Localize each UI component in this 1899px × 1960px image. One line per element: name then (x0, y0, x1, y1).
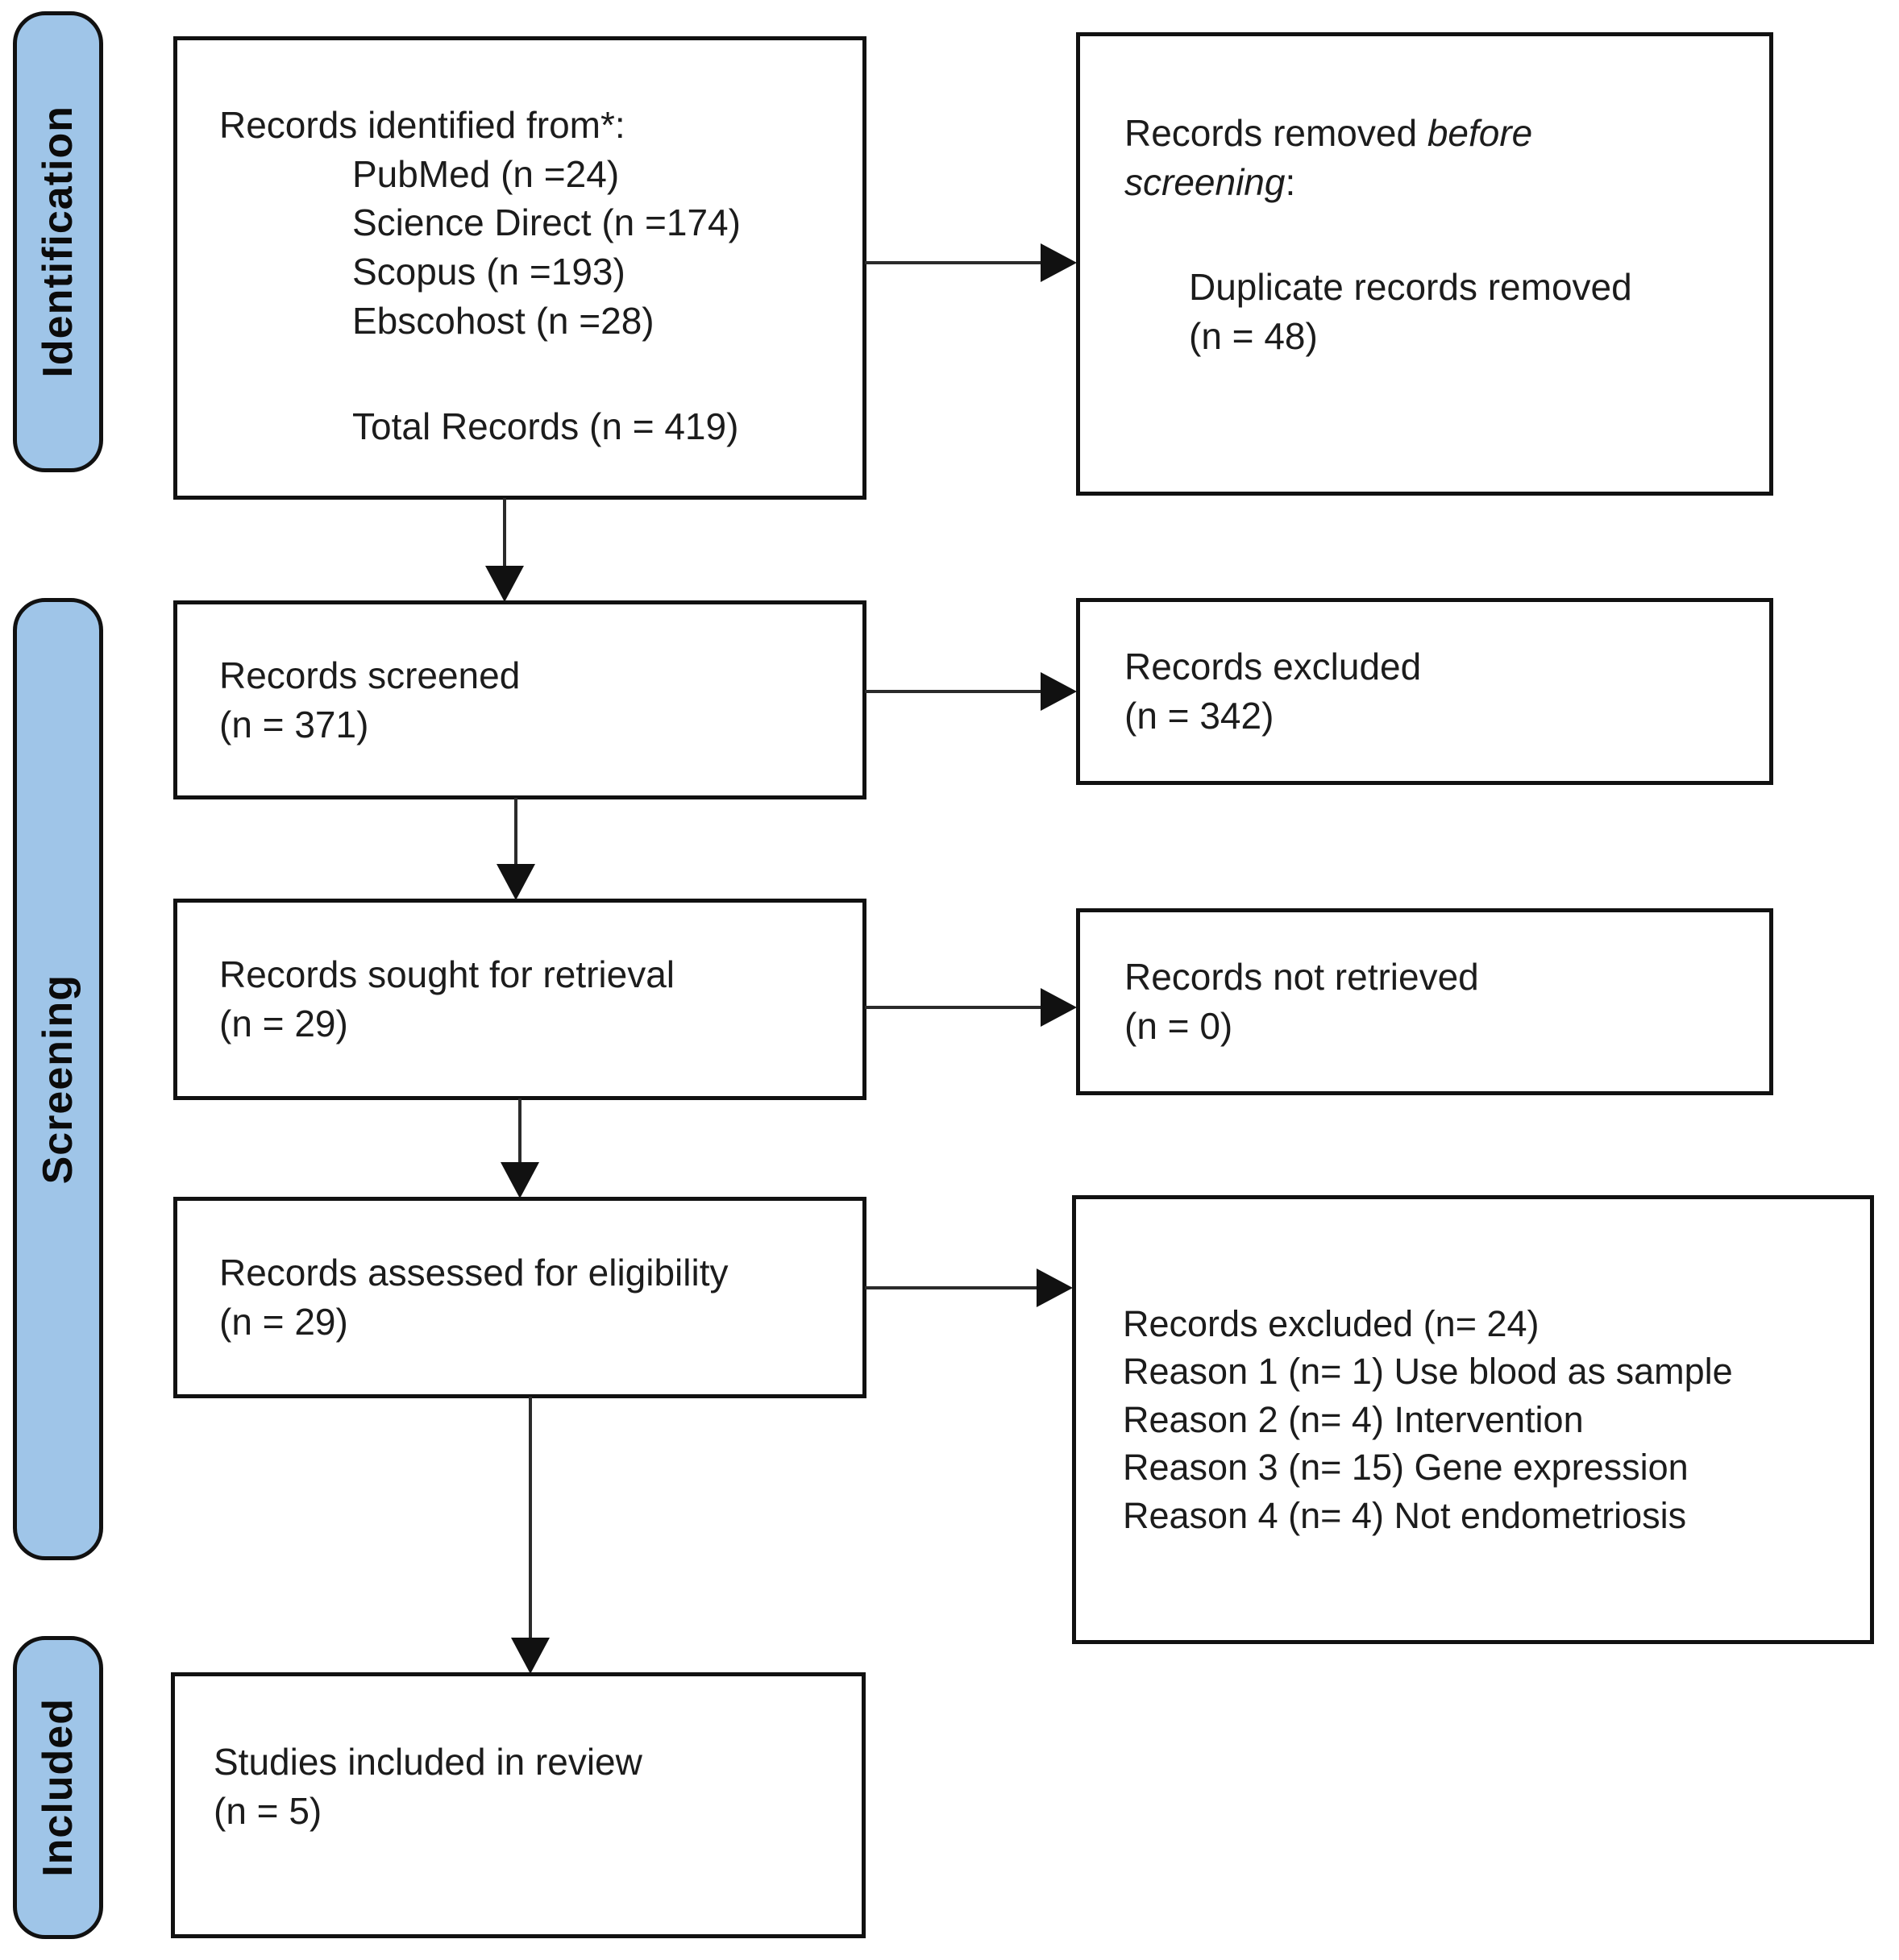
duplicates-removed-label: Duplicate records removed (1189, 266, 1632, 309)
source-pubmed: PubMed (n =24) (352, 152, 620, 195)
records-assessed-box: Records assessed for eligibility (n = 29… (173, 1197, 866, 1398)
records-assessed-count: (n = 29) (219, 1301, 348, 1343)
records-removed-title-suffix: : (1285, 160, 1296, 203)
arrowhead-down-icon (497, 864, 535, 900)
exclusion-reason-1: Reason 1 (n= 1) Use blood as sample (1123, 1351, 1733, 1393)
stage-label-included-text: Included (35, 1698, 81, 1877)
arrowhead-down-icon (501, 1162, 539, 1198)
source-scopus: Scopus (n =193) (352, 251, 625, 293)
arrowhead-right-icon (1041, 243, 1077, 282)
arrow-screened-to-sought-line (514, 798, 517, 869)
records-sought-box: Records sought for retrieval (n = 29) (173, 899, 866, 1100)
records-screened-label: Records screened (219, 654, 521, 696)
arrowhead-right-icon (1041, 672, 1077, 711)
records-sought-label: Records sought for retrieval (219, 953, 675, 996)
arrow-sought-to-not-retrieved-line (865, 1006, 1042, 1009)
studies-included-count: (n = 5) (214, 1789, 322, 1832)
blank-line (219, 346, 838, 402)
records-removed-title-italic: before screening (1124, 112, 1533, 203)
arrowhead-right-icon (1041, 988, 1077, 1027)
source-science-direct: Science Direct (n =174) (352, 201, 741, 244)
blank-line (1124, 206, 1648, 263)
arrow-identified-to-removed-line (865, 261, 1042, 264)
duplicates-removed-count: (n = 48) (1189, 315, 1318, 358)
exclusion-reason-3: Reason 3 (n= 15) Gene expression (1123, 1447, 1689, 1489)
records-excluded-box: Records excluded (n = 342) (1076, 598, 1773, 785)
studies-included-label: Studies included in review (214, 1741, 642, 1783)
arrow-assessed-to-included-line (529, 1397, 532, 1642)
records-removed-box: Records removed before screening: Duplic… (1076, 32, 1773, 496)
arrow-assessed-to-reasons-line (865, 1286, 1038, 1289)
arrow-sought-to-assessed-line (518, 1098, 521, 1166)
stage-label-identification-text: Identification (35, 106, 81, 378)
total-records: Total Records (n = 419) (352, 405, 739, 447)
records-removed-title: Records removed before screening: (1124, 109, 1648, 206)
arrow-identified-to-screened-line (503, 498, 506, 572)
stage-label-included: Included (13, 1636, 103, 1939)
records-screened-count: (n = 371) (219, 703, 369, 745)
source-ebscohost: Ebscohost (n =28) (352, 299, 654, 342)
records-excluded-count: (n = 342) (1124, 695, 1274, 737)
arrow-screened-to-excluded-line (865, 690, 1042, 693)
exclusion-reason-2: Reason 2 (n= 4) Intervention (1123, 1398, 1584, 1440)
stage-label-identification: Identification (13, 11, 103, 472)
arrowhead-right-icon (1037, 1269, 1073, 1307)
arrowhead-down-icon (485, 566, 524, 602)
records-not-retrieved-box: Records not retrieved (n = 0) (1076, 908, 1773, 1095)
exclusion-reasons-box: Records excluded (n= 24) Reason 1 (n= 1)… (1072, 1195, 1874, 1644)
stage-label-screening: Screening (13, 598, 103, 1560)
records-identified-box: Records identified from*: PubMed (n =24)… (173, 36, 866, 500)
records-excluded-label: Records excluded (1124, 646, 1422, 688)
stage-label-screening-text: Screening (35, 974, 81, 1185)
records-identified-title: Records identified from*: (219, 104, 625, 146)
records-removed-title-prefix: Records removed (1124, 112, 1427, 154)
records-not-retrieved-count: (n = 0) (1124, 1005, 1233, 1047)
exclusion-reason-4: Reason 4 (n= 4) Not endometriosis (1123, 1494, 1687, 1536)
records-sought-count: (n = 29) (219, 1003, 348, 1044)
records-screened-box: Records screened (n = 371) (173, 600, 866, 799)
records-not-retrieved-label: Records not retrieved (1124, 956, 1479, 999)
records-assessed-label: Records assessed for eligibility (219, 1252, 729, 1294)
studies-included-box: Studies included in review (n = 5) (171, 1672, 866, 1938)
exclusion-reasons-title: Records excluded (n= 24) (1123, 1303, 1540, 1345)
arrowhead-down-icon (511, 1638, 550, 1674)
